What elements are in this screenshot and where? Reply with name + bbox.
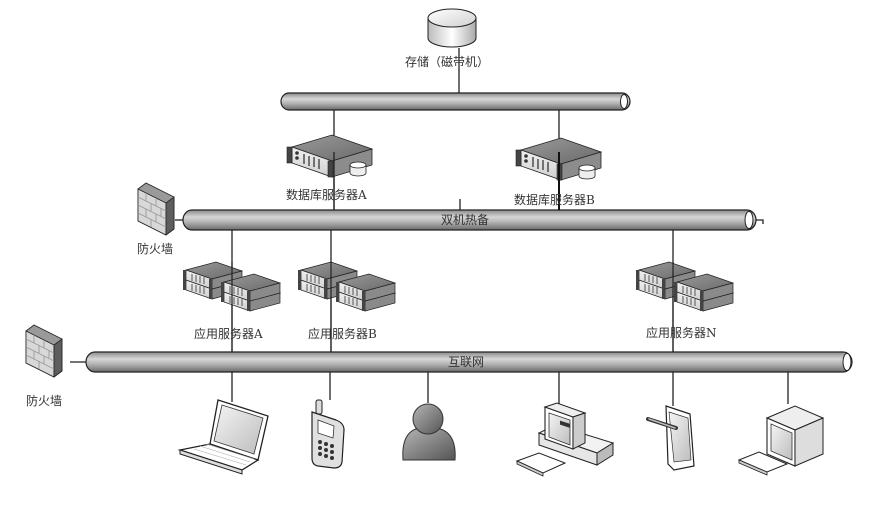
firewall-2-label: 防火墙 xyxy=(26,394,63,408)
app-server-a-label: 应用服务器A xyxy=(194,327,263,341)
firewall-1-label: 防火墙 xyxy=(137,242,174,256)
server-cluster-icon-app-n xyxy=(636,262,733,311)
firewall-icon-2 xyxy=(25,324,63,378)
laptop-icon xyxy=(177,399,269,475)
line-hsbus-tail xyxy=(756,219,764,224)
storage-bus xyxy=(280,92,631,111)
internet-bus-label: 互联网 xyxy=(448,355,485,369)
db-server-a-label: 数据库服务器A xyxy=(286,188,367,202)
app-server-b-label: 应用服务器B xyxy=(308,327,377,341)
firewall-icon-1 xyxy=(137,182,175,236)
user-icon xyxy=(402,403,456,461)
server-cluster-icon-app-b xyxy=(298,262,395,311)
app-server-n-label: 应用服务器N xyxy=(646,326,717,340)
tape-storage-icon xyxy=(427,8,477,48)
rack-server-icon-db-b xyxy=(515,137,602,181)
hot-standby-bus-label: 双机热备 xyxy=(441,213,490,227)
mobile-phone-icon xyxy=(311,399,345,469)
hot-standby-bus xyxy=(182,209,757,231)
internet-bus xyxy=(85,351,853,373)
desktop-pc-icon xyxy=(515,402,615,477)
db-server-b-label: 数据库服务器B xyxy=(514,193,595,207)
tablet-icon xyxy=(646,405,695,471)
rack-server-icon-db-a xyxy=(286,134,373,178)
terminal-monitor-icon xyxy=(737,405,825,476)
storage-label: 存储（磁带机） xyxy=(405,55,490,69)
